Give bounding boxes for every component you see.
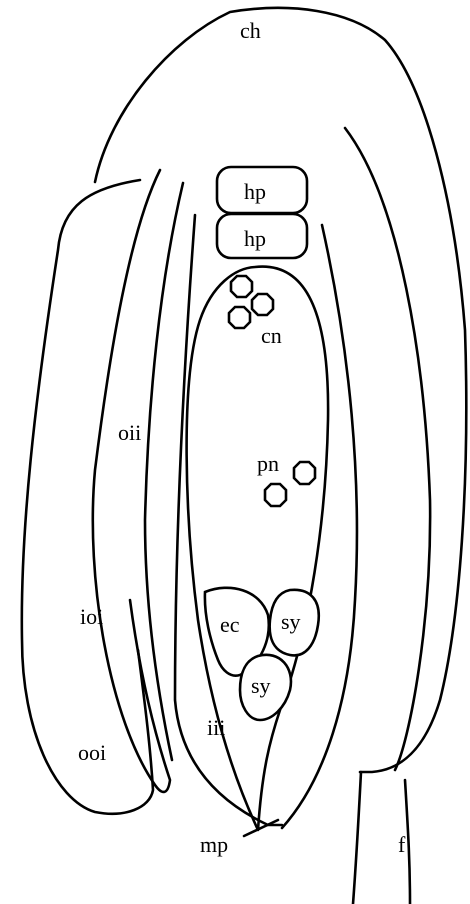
chalazal-nucleus-2 xyxy=(252,294,273,315)
label-funiculus: f xyxy=(398,832,406,857)
label-polar-nuclei: pn xyxy=(257,451,279,476)
label-synergid-right: sy xyxy=(281,609,301,634)
inner-integument-outer-edge xyxy=(93,170,170,792)
embryo-sac xyxy=(187,267,328,830)
outer-integument xyxy=(22,180,153,814)
chalazal-nucleus-3 xyxy=(229,307,250,328)
right-inner-edge xyxy=(282,225,357,828)
label-chalaza: ch xyxy=(240,18,261,43)
label-outer-layer-inner-integument: oii xyxy=(118,420,141,445)
inner-integument-inner-edge xyxy=(145,183,183,760)
label-chalazal-nuclei: cn xyxy=(261,323,282,348)
label-egg-cell: ec xyxy=(220,612,240,637)
funiculus-right-edge xyxy=(405,780,410,904)
label-inner-layer-outer-integument: ioi xyxy=(80,604,103,629)
chalazal-nucleus-1 xyxy=(231,276,252,297)
funiculus-left-edge xyxy=(353,772,361,904)
label-hypostase-upper: hp xyxy=(244,179,266,204)
label-hypostase-lower: hp xyxy=(244,226,266,251)
polar-nucleus-2 xyxy=(265,484,286,506)
label-micropyle: mp xyxy=(200,832,228,857)
label-outer-layer-outer-integument: ooi xyxy=(78,740,106,765)
right-tissue-edge xyxy=(345,128,430,770)
label-inner-layer-inner-integument: iii xyxy=(207,715,225,740)
polar-nucleus-1 xyxy=(294,462,315,484)
label-synergid-lower: sy xyxy=(251,673,271,698)
